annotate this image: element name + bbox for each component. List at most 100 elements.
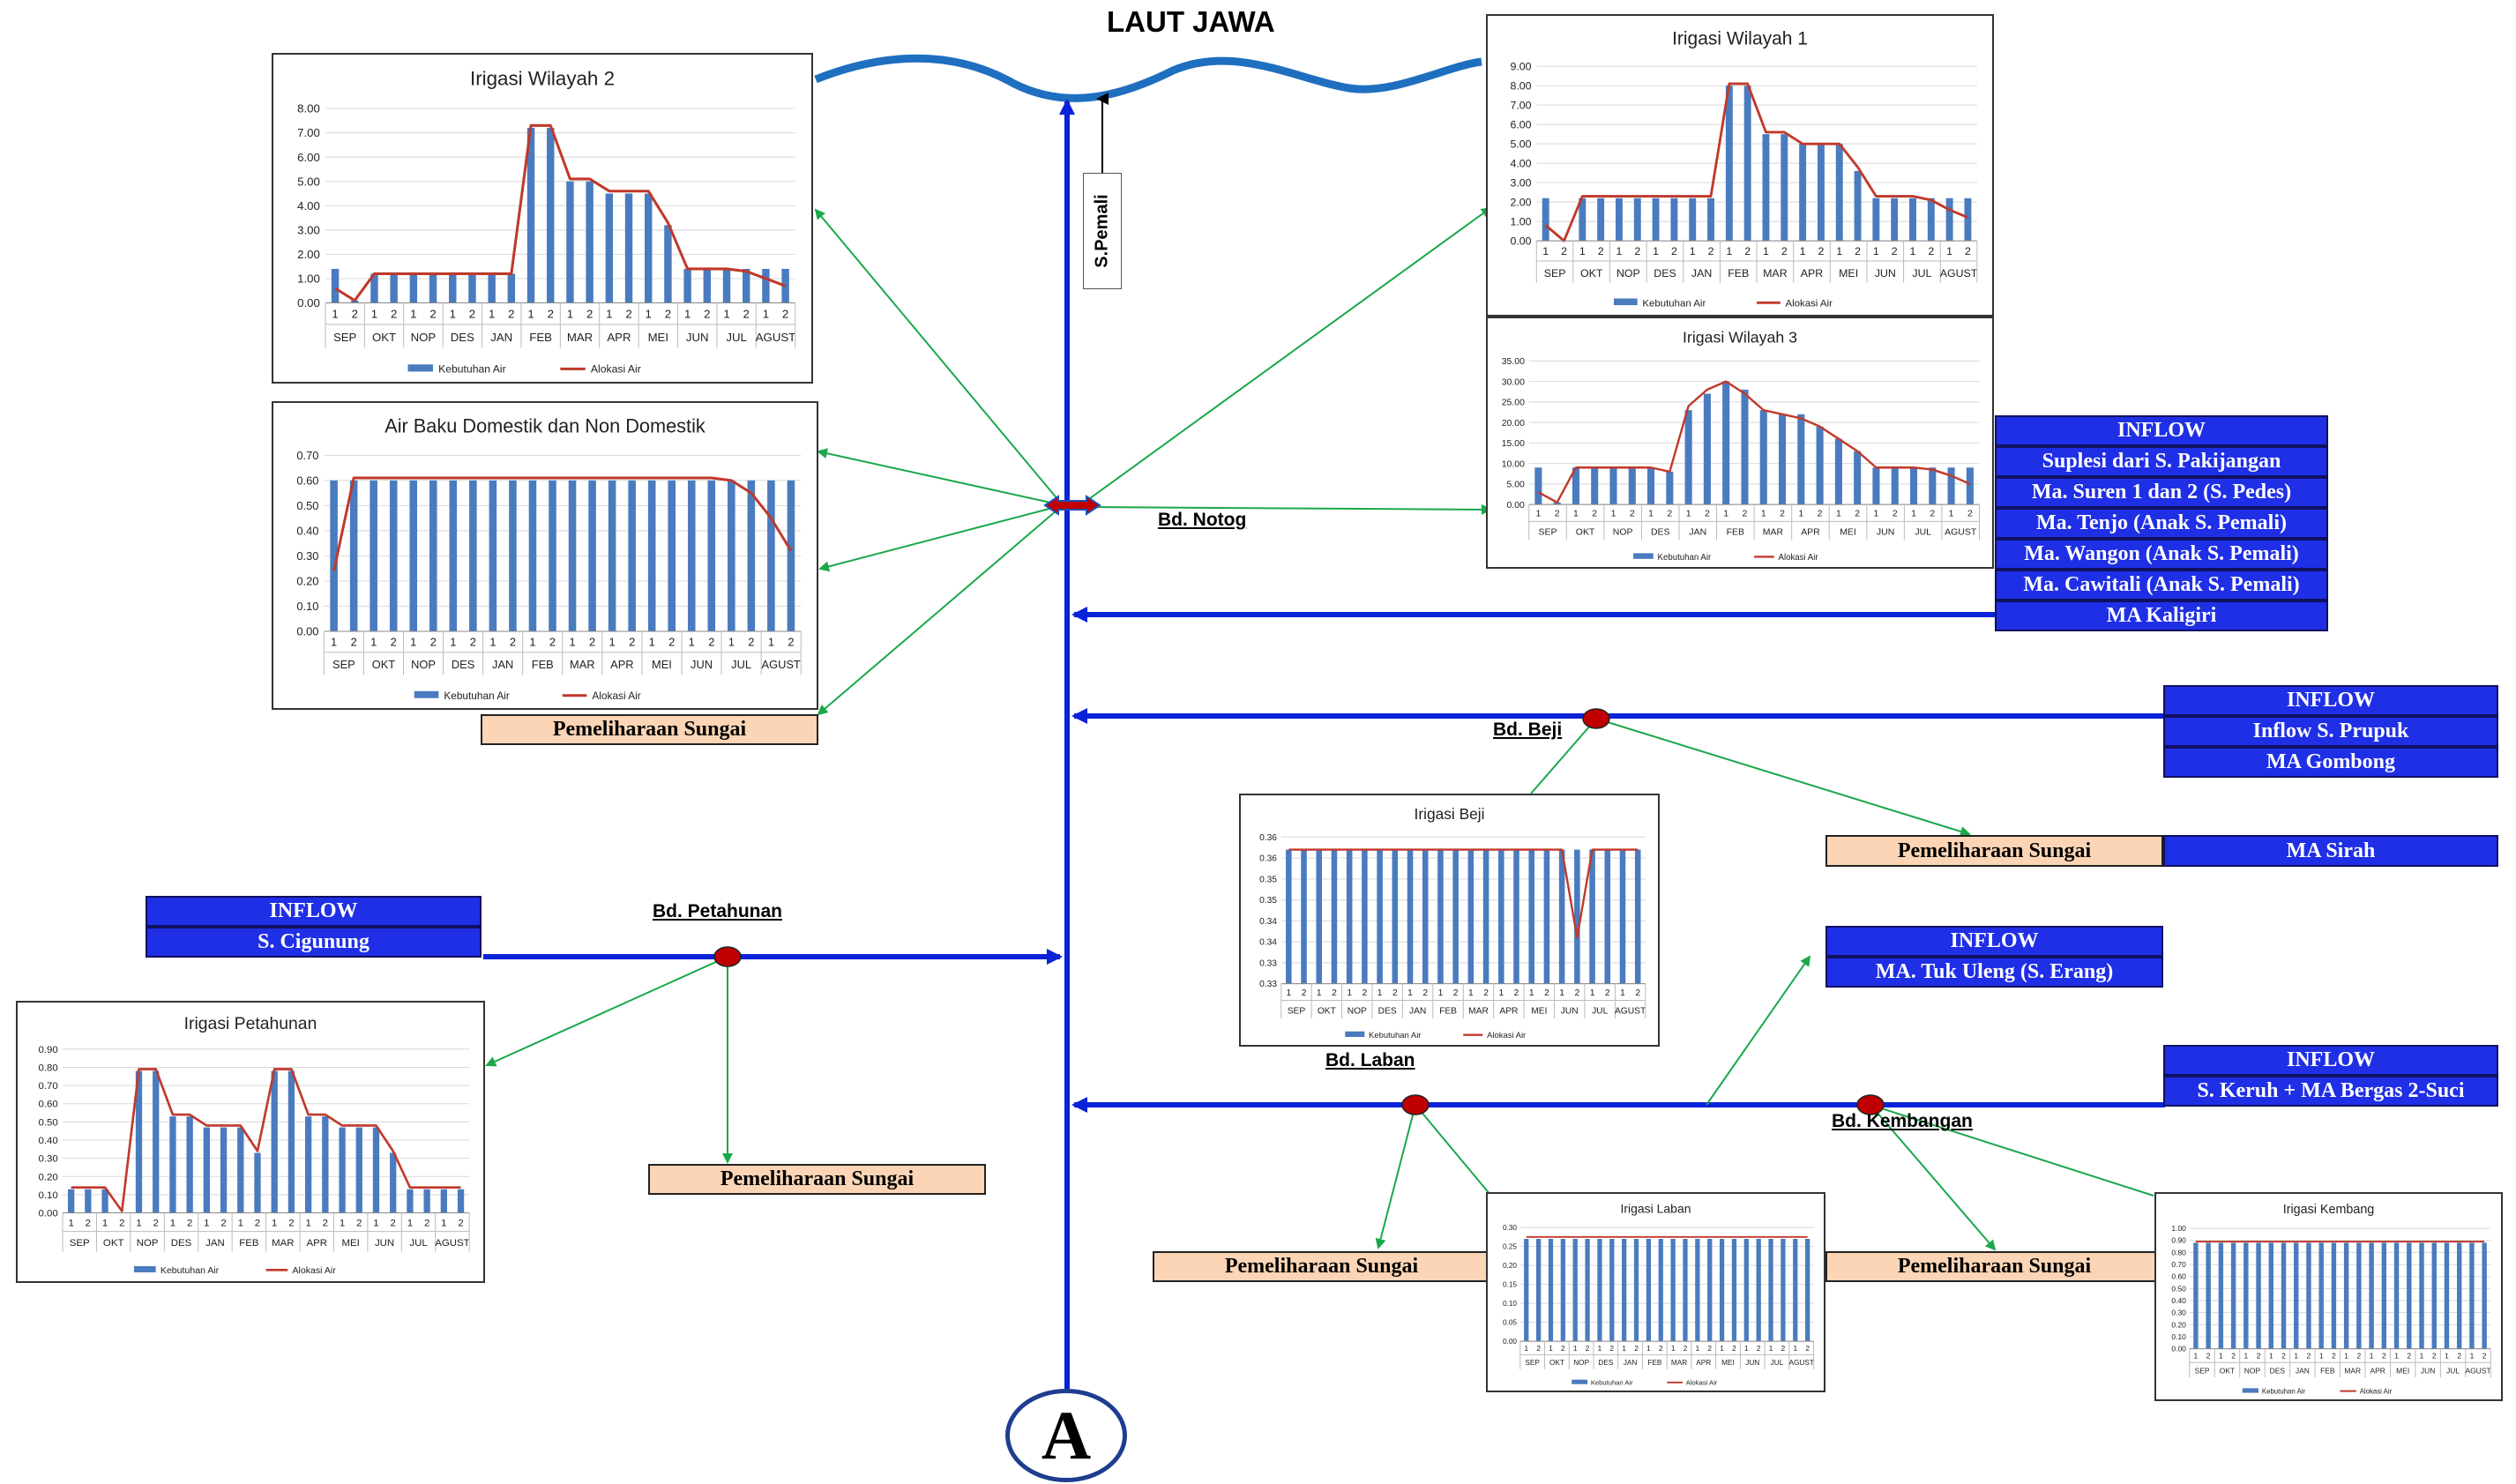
x-period-label: 1 [340, 1218, 345, 1228]
x-month-label: SEP [1288, 1006, 1306, 1016]
x-period-label: 1 [1726, 245, 1732, 257]
link-kembangan-chart [1870, 1104, 2154, 1197]
line-alokasi [1544, 82, 1968, 242]
bar-kebutuhan [1534, 467, 1542, 505]
node-label-beji: Bd. Beji [1493, 720, 1563, 740]
x-period-label: 1 [728, 636, 735, 649]
x-month-label: DES [1651, 528, 1670, 538]
legend-label-alokasi: Alokasi Air [1686, 1379, 1718, 1387]
x-period-label: 2 [704, 308, 710, 321]
x-period-label: 1 [450, 636, 456, 649]
x-period-label: 2 [2432, 1352, 2437, 1361]
y-tick-label: 0.60 [2171, 1272, 2186, 1281]
x-period-label: 1 [1598, 1345, 1602, 1353]
x-period-label: 1 [2470, 1352, 2475, 1361]
x-period-label: 2 [1659, 1345, 1663, 1353]
x-period-label: 1 [2370, 1352, 2374, 1361]
x-period-label: 1 [723, 308, 729, 321]
bar-kebutuhan [2369, 1242, 2374, 1349]
x-month-label: APR [610, 658, 633, 671]
bar-kebutuhan [1927, 198, 1935, 242]
bar-kebutuhan [608, 480, 616, 632]
bar-kebutuhan [330, 480, 338, 632]
bar-kebutuhan [389, 480, 398, 632]
bar-kebutuhan [457, 1189, 465, 1213]
x-period-label: 2 [153, 1218, 159, 1228]
y-tick-label: 0.36 [1259, 833, 1277, 843]
legend-swatch-kebutuhan [1633, 553, 1654, 559]
x-period-label: 1 [689, 636, 695, 649]
bar-kebutuhan [409, 480, 418, 632]
x-month-label: JUN [1877, 528, 1894, 538]
x-period-label: 2 [2281, 1352, 2286, 1361]
inflow-cigunung: S. Cigunung [146, 927, 482, 958]
bar-kebutuhan [1805, 1239, 1810, 1342]
chart-title: Air Baku Domestik dan Non Domestik [384, 415, 706, 437]
x-period-label: 1 [527, 308, 534, 321]
link-kembangan-tuk [1706, 955, 1811, 1106]
x-month-label: MAR [1763, 528, 1784, 538]
bar-kebutuhan [1346, 849, 1353, 984]
y-tick-label: 0.50 [296, 499, 318, 512]
y-tick-label: 0.40 [38, 1136, 57, 1146]
x-month-label: MEI [1721, 1359, 1735, 1367]
bar-kebutuhan [1542, 198, 1549, 242]
bar-kebutuhan [101, 1189, 108, 1213]
node-beji [1582, 708, 1610, 729]
sea-coastline [814, 54, 1482, 102]
x-period-label: 2 [220, 1218, 226, 1228]
bar-kebutuhan [186, 1116, 193, 1213]
y-tick-label: 5.00 [297, 175, 320, 188]
inflow-kaligiri: MA Kaligiri [1995, 600, 2328, 631]
x-period-label: 2 [508, 308, 514, 321]
x-period-label: 2 [1634, 1345, 1639, 1353]
x-period-label: 1 [1590, 988, 1595, 998]
bar-kebutuhan [1778, 414, 1787, 505]
inflow-sirah: MA Sirah [2163, 835, 2498, 867]
bar-kebutuhan [169, 1116, 176, 1213]
link-notog-wil1 [1086, 206, 1492, 502]
x-month-label: OKT [103, 1238, 124, 1249]
link-notog-wil3 [1086, 503, 1492, 515]
x-period-label: 1 [1720, 1345, 1724, 1353]
bar-kebutuhan [1741, 389, 1749, 505]
x-period-label: 2 [2457, 1352, 2461, 1361]
bar-kebutuhan [2218, 1242, 2224, 1349]
link-notog-wil2 [814, 208, 1064, 506]
bar-kebutuhan [370, 480, 377, 632]
x-period-label: 1 [1317, 988, 1322, 998]
x-period-label: 1 [684, 308, 691, 321]
x-period-label: 1 [763, 308, 769, 321]
link-notog-domestik-a [817, 448, 1064, 506]
y-tick-label: 0.60 [38, 1100, 57, 1110]
x-period-label: 1 [768, 636, 774, 649]
x-period-label: 1 [606, 308, 612, 321]
bar-kebutuhan [449, 273, 457, 303]
legend-label-kebutuhan: Kebutuhan Air [1591, 1379, 1633, 1387]
x-period-label: 2 [1757, 1345, 1761, 1353]
bar-kebutuhan [1658, 1239, 1663, 1342]
legend-swatch-kebutuhan [414, 690, 439, 698]
x-month-label: MAR [570, 658, 595, 671]
bar-kebutuhan [1498, 849, 1504, 984]
inflow-gombong: MA Gombong [2163, 747, 2498, 778]
x-period-label: 1 [2269, 1352, 2273, 1361]
inflow-header-keruh: INFLOW [2163, 1045, 2498, 1076]
x-period-label: 1 [238, 1218, 243, 1228]
x-month-label: AGUST [2465, 1366, 2490, 1375]
bar-kebutuhan [1609, 467, 1617, 505]
x-month-label: FEB [1727, 528, 1744, 538]
bar-kebutuhan [1652, 198, 1660, 242]
x-period-label: 1 [1559, 988, 1564, 998]
y-tick-label: 0.90 [2171, 1236, 2186, 1245]
bar-kebutuhan [664, 225, 672, 303]
chart-svg-laban: Irigasi Laban0.000.050.100.150.200.250.3… [1503, 1202, 1815, 1387]
x-period-label: 1 [2420, 1352, 2424, 1361]
legend-label-alokasi: Alokasi Air [591, 363, 641, 376]
x-period-label: 2 [430, 636, 437, 649]
bar-kebutuhan [135, 1070, 143, 1213]
x-period-label: 1 [1763, 245, 1769, 257]
link-laban-maint [1375, 1104, 1416, 1249]
bar-kebutuhan [2482, 1242, 2487, 1349]
bar-kebutuhan [1947, 467, 1955, 505]
